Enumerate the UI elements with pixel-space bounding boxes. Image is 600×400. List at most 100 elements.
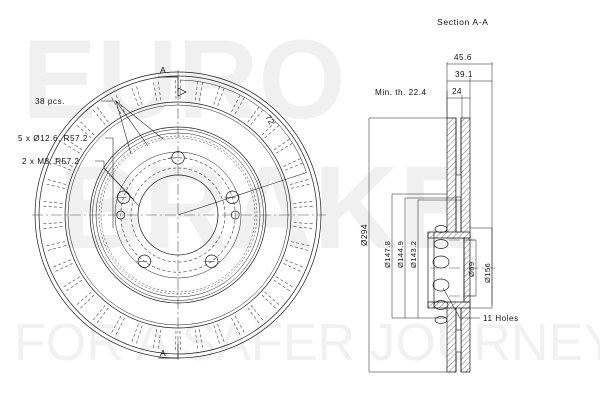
cooling-vane-edge bbox=[234, 95, 246, 115]
cooling-vane bbox=[283, 259, 305, 273]
cooling-vane bbox=[213, 84, 226, 107]
cooling-vane bbox=[91, 105, 109, 125]
friction-inner-circle bbox=[64, 101, 292, 329]
stud-holes bbox=[115, 151, 241, 268]
cooling-vane bbox=[247, 105, 265, 125]
cooling-vane-edge bbox=[64, 279, 83, 293]
cooling-vane-edge bbox=[217, 86, 226, 107]
cooling-vane-edge bbox=[264, 123, 281, 139]
cooling-vane-edge bbox=[175, 330, 177, 353]
dim-label-69: Ø69 bbox=[467, 261, 476, 277]
m8-hole bbox=[230, 210, 240, 220]
mounting-hole-1 bbox=[433, 239, 449, 249]
cooling-vane-edge bbox=[45, 178, 67, 185]
cooling-vane-edge bbox=[231, 317, 242, 337]
cooling-vane-edge bbox=[41, 205, 63, 208]
cooling-vane bbox=[231, 93, 246, 115]
cooling-vane bbox=[61, 137, 83, 154]
cooling-vane-edge bbox=[234, 315, 246, 335]
cooling-vane-edge bbox=[53, 157, 73, 167]
cooling-vane bbox=[41, 222, 63, 230]
cooling-vane-edge bbox=[75, 123, 92, 139]
cooling-vane bbox=[51, 157, 73, 171]
cooling-vane bbox=[130, 323, 143, 346]
section-marker-top-line bbox=[158, 76, 179, 92]
inboard-ring-lower bbox=[460, 301, 471, 373]
cooling-vane-edge bbox=[284, 259, 305, 268]
cooling-vane bbox=[175, 330, 181, 353]
cooling-vane-edge bbox=[293, 205, 315, 208]
mounting-hole-3 bbox=[432, 278, 450, 292]
cooling-vane-edge bbox=[114, 93, 125, 113]
cooling-vane-edge bbox=[247, 307, 261, 325]
cooling-vane-edge bbox=[289, 178, 311, 185]
cooling-vane-edge bbox=[198, 80, 204, 101]
cooling-vane-edge bbox=[41, 200, 63, 204]
cooling-vane bbox=[293, 222, 315, 230]
cooling-vane bbox=[261, 120, 281, 139]
cooling-vane-edge bbox=[293, 226, 315, 230]
cooling-vane-edge bbox=[264, 291, 281, 307]
mounting-holes bbox=[432, 225, 450, 324]
cooling-vane-edge bbox=[61, 141, 80, 154]
cooling-vane-edge bbox=[114, 317, 125, 337]
min-thickness-label: Min. th. 22.4 bbox=[375, 88, 427, 97]
cooling-vane-edge bbox=[179, 330, 181, 353]
cooling-vane-edge bbox=[276, 276, 295, 289]
cooling-vane-edge bbox=[45, 245, 67, 252]
section-view: Section A-A bbox=[360, 17, 518, 373]
cooling-vane-edge bbox=[95, 307, 109, 325]
front-view-annotations: 38 pcs. 5 x Ø12.6, R57.2 2 x M8, R57.2 bbox=[18, 97, 164, 228]
hat-outer-circle-2 bbox=[92, 129, 264, 301]
cooling-vane-edge bbox=[273, 279, 292, 293]
cooling-vane-edge bbox=[213, 84, 221, 105]
cooling-vane-edge bbox=[175, 77, 177, 100]
cooling-vane-edge bbox=[290, 183, 312, 189]
cooling-vane bbox=[289, 241, 312, 252]
friction-inner-circle-2 bbox=[67, 104, 289, 326]
cooling-vane-edge bbox=[135, 84, 143, 105]
dim-label-156: Ø156 bbox=[483, 263, 492, 283]
cooling-vane-edge bbox=[110, 315, 122, 335]
cooling-vane-edge bbox=[51, 162, 72, 171]
leader-m8-holes-b bbox=[103, 167, 134, 200]
cooling-vane bbox=[283, 157, 305, 171]
inboard-ring-upper bbox=[460, 117, 471, 239]
cooling-vane-edge bbox=[78, 120, 95, 136]
mounting-hole-4 bbox=[433, 300, 449, 310]
cooling-vane-edge bbox=[152, 80, 158, 101]
section-view-title: Section A-A bbox=[437, 17, 489, 27]
cooling-vane bbox=[61, 276, 83, 293]
watermark-middle: BRAKE bbox=[58, 142, 478, 274]
section-label-bottom: A bbox=[160, 348, 166, 358]
cooling-vane bbox=[261, 291, 281, 310]
cooling-vane bbox=[194, 329, 204, 351]
cooling-vane bbox=[273, 276, 295, 293]
leader-11-holes bbox=[442, 287, 480, 319]
cooling-vane-edge bbox=[194, 79, 199, 101]
cooling-vane-edge bbox=[198, 329, 204, 350]
min-thickness-note: Min. th. 22.4 bbox=[375, 88, 448, 118]
cooling-vane bbox=[152, 79, 162, 101]
cooling-vane-edge bbox=[247, 105, 261, 123]
vertical-dimensions: Ø294 Ø147.8 Ø144.9 Ø143.2 Ø69 Ø156 bbox=[360, 117, 493, 373]
cooling-vane bbox=[130, 84, 143, 107]
cooling-vane-edge bbox=[283, 157, 303, 167]
hat-region bbox=[89, 126, 267, 304]
cooling-vane bbox=[110, 93, 125, 115]
cooling-vane-edge bbox=[78, 294, 95, 310]
cooling-vane-edge bbox=[75, 291, 92, 307]
cooling-vane-edge bbox=[130, 86, 139, 107]
m8-hole bbox=[116, 210, 126, 220]
cooling-vane bbox=[293, 200, 315, 208]
cooling-vane-edge bbox=[290, 241, 312, 247]
dim-label-1432: Ø143.2 bbox=[409, 241, 418, 268]
section-marker-top: A bbox=[158, 65, 187, 97]
cooling-vane-edge bbox=[110, 95, 122, 115]
section-arrow-top bbox=[177, 87, 187, 97]
cooling-vane-edge bbox=[293, 200, 315, 204]
vane-slot-upper bbox=[455, 174, 462, 198]
watermark-layer: EURO BRAKE FOR A SAFER JOURNEY bbox=[14, 17, 600, 372]
label-m8-holes: 2 x M8, R57.2 bbox=[22, 157, 79, 166]
